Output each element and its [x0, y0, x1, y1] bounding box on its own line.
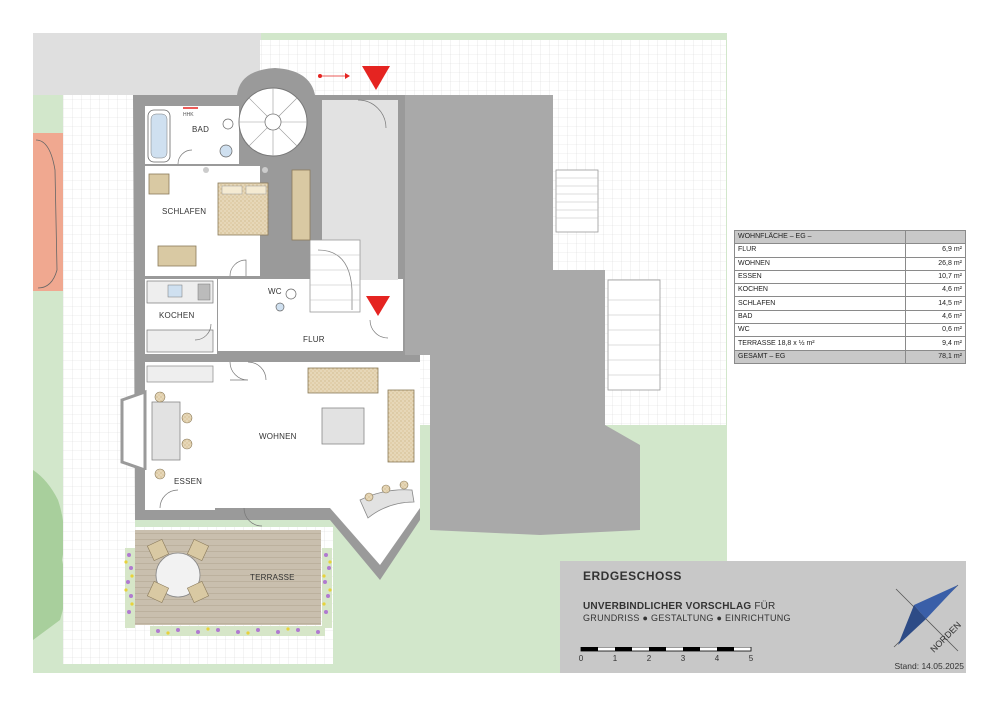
hedge [33, 470, 66, 640]
area-label: WC [734, 323, 906, 338]
hhk-label: HHK [183, 112, 194, 118]
neighbor-building [405, 95, 640, 535]
scale-label-0: 0 [578, 654, 584, 663]
area-label: GESAMT – EG [734, 349, 906, 364]
room-label-schlafen: SCHLAFEN [162, 207, 206, 216]
room-label-flur: FLUR [303, 335, 325, 344]
area-table-header-row: WOHNFLÄCHE – EG – [734, 229, 966, 245]
stairs-east-upper [555, 169, 599, 233]
room-label-wc: WC [268, 287, 282, 296]
area-value: 78,1 m² [905, 349, 966, 364]
plan-subtitle-2: GRUNDRISS ● GESTALTUNG ● EINRICHTUNG [583, 613, 791, 623]
area-value: 14,5 m² [905, 296, 966, 311]
inner-stair [309, 239, 361, 313]
desk-icon [157, 245, 197, 267]
sofa-side-icon [387, 389, 415, 463]
entrance-marker-icon [362, 66, 390, 90]
flower-planters [124, 548, 332, 636]
north-label: NORDEN [928, 620, 963, 655]
area-label: SCHLAFEN [734, 296, 906, 311]
area-value: 0,6 m² [905, 323, 966, 338]
armchair-icon [148, 173, 170, 195]
area-value: 9,4 m² [905, 336, 966, 351]
gravel-area [33, 33, 261, 95]
north-arrow-icon: NORDEN [893, 584, 963, 655]
dining-table-icon [151, 401, 181, 461]
plan-subtitle-rest: FÜR [751, 601, 776, 612]
terrace-table-icon [155, 552, 201, 598]
bar-counter-icon [359, 489, 415, 519]
area-label: BAD [734, 309, 906, 325]
area-label: ESSEN [734, 269, 906, 285]
scale-bar: 0 1 2 3 4 5 [578, 647, 756, 669]
stand-date: Stand: 14.05.2025 [894, 661, 964, 671]
stairs-east-lower [607, 279, 661, 391]
toilet-icon [222, 118, 234, 130]
coffee-table-icon [321, 407, 365, 445]
title-block: ERDGESCHOSS UNVERBINDLICHER VORSCHLAG FÜ… [560, 561, 966, 673]
paving-steps-ne [406, 40, 560, 95]
area-value: 6,9 m² [905, 243, 966, 258]
area-table-header: WOHNFLÄCHE – EG – [734, 229, 906, 245]
area-value: 4,6 m² [905, 309, 966, 325]
area-label: FLUR [734, 243, 906, 258]
scale-label-3: 3 [680, 654, 686, 663]
room-label-kochen: KOCHEN [159, 311, 194, 320]
car-outline [35, 139, 58, 289]
essen-bay [120, 389, 147, 473]
entrance-marker-inner-icon [366, 296, 390, 316]
wardrobe-icon [291, 169, 311, 241]
bay-window-floor [330, 508, 420, 565]
scale-label-1: 1 [612, 654, 618, 663]
plan-subtitle: UNVERBINDLICHER VORSCHLAG FÜR [583, 601, 775, 612]
plan-title: ERDGESCHOSS [583, 569, 682, 583]
scale-label-5: 5 [748, 654, 754, 663]
area-value: 10,7 m² [905, 269, 966, 285]
room-label-essen: ESSEN [174, 477, 202, 486]
scale-label-4: 4 [714, 654, 720, 663]
parking-area [33, 133, 63, 291]
sofa-top-icon [307, 367, 379, 394]
area-label: TERRASSE 18,8 x ½ m² [734, 336, 906, 351]
plan-subtitle-bold: UNVERBINDLICHER VORSCHLAG [583, 601, 752, 612]
area-value: 4,6 m² [905, 283, 966, 298]
area-label: WOHNEN [734, 256, 906, 271]
room-label-terrasse: TERRASSE [250, 573, 295, 582]
area-label: KOCHEN [734, 283, 906, 298]
area-value: 26,8 m² [905, 256, 966, 271]
sideboard-icon [146, 365, 214, 383]
room-label-bad: BAD [192, 125, 209, 134]
room-label-wohnen: WOHNEN [259, 432, 297, 441]
scale-label-2: 2 [646, 654, 652, 663]
washbasin-icon [219, 144, 233, 158]
